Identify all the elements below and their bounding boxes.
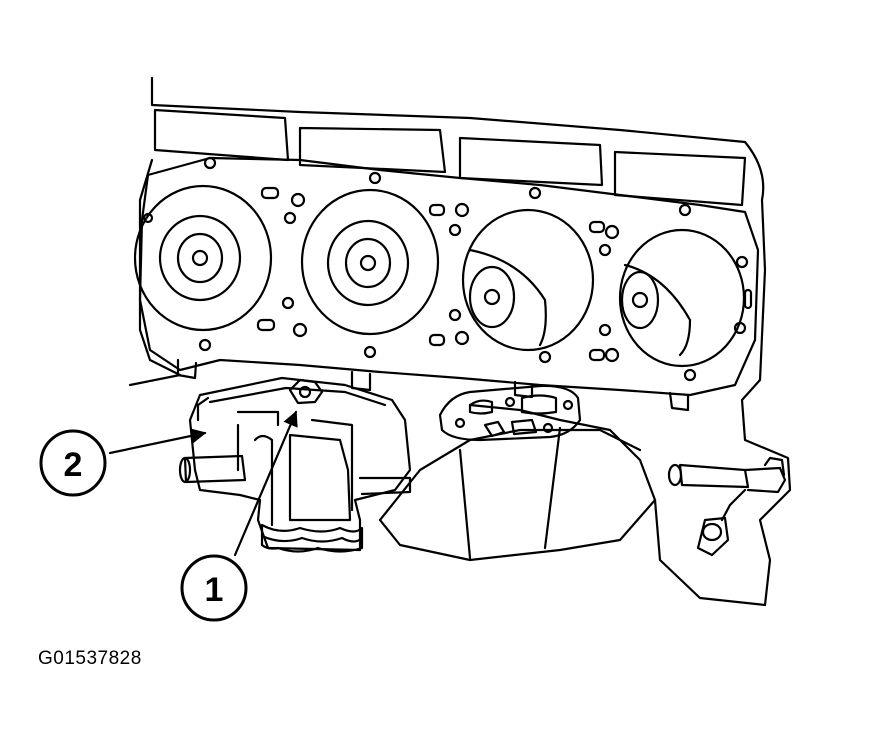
cylinder-3 — [461, 208, 595, 352]
oil-pump-body — [188, 376, 412, 552]
block-lower-edge — [378, 428, 642, 522]
block-face-line — [543, 426, 562, 550]
cylinder-1 — [133, 184, 273, 332]
callout-1-leader — [233, 410, 298, 557]
pump-shaft — [358, 476, 412, 496]
pump-skirt — [260, 523, 364, 553]
figure-id: G01537828 — [38, 648, 142, 669]
pump-shaft-end — [178, 456, 192, 484]
block-top-edge — [150, 76, 792, 607]
callout-1: 1 — [180, 554, 248, 622]
head-gasket — [138, 156, 760, 397]
locating-tab — [176, 358, 198, 380]
water-jacket — [298, 126, 447, 174]
water-jacket — [458, 136, 604, 187]
water-jacket — [613, 150, 747, 207]
oil-pump-flange — [208, 386, 387, 407]
pump-shaft — [183, 454, 247, 484]
gasket-openings — [454, 394, 574, 438]
water-pump-gasket — [438, 384, 582, 442]
callout-1-label: 1 — [205, 571, 224, 609]
oil-pump-face — [236, 410, 280, 427]
oil-pump-face — [310, 418, 354, 442]
callout-2-leader — [108, 428, 207, 455]
callout-2: 2 — [39, 429, 107, 497]
water-jacket — [153, 108, 290, 162]
block-left-edge — [128, 158, 182, 387]
mounting-bolt — [288, 378, 324, 405]
coolant-fitting — [667, 456, 787, 557]
block-face-line — [458, 448, 472, 560]
pump-skirt — [260, 534, 364, 543]
callout-2-label: 2 — [64, 446, 83, 484]
locating-tab — [668, 391, 690, 412]
pump-gear-housing — [253, 433, 352, 527]
gasket-ports — [142, 156, 753, 382]
cylinder-2 — [300, 188, 440, 336]
cylinder-4 — [618, 228, 746, 368]
oil-pump-flange — [196, 396, 210, 422]
block-bottom-face — [378, 498, 657, 562]
